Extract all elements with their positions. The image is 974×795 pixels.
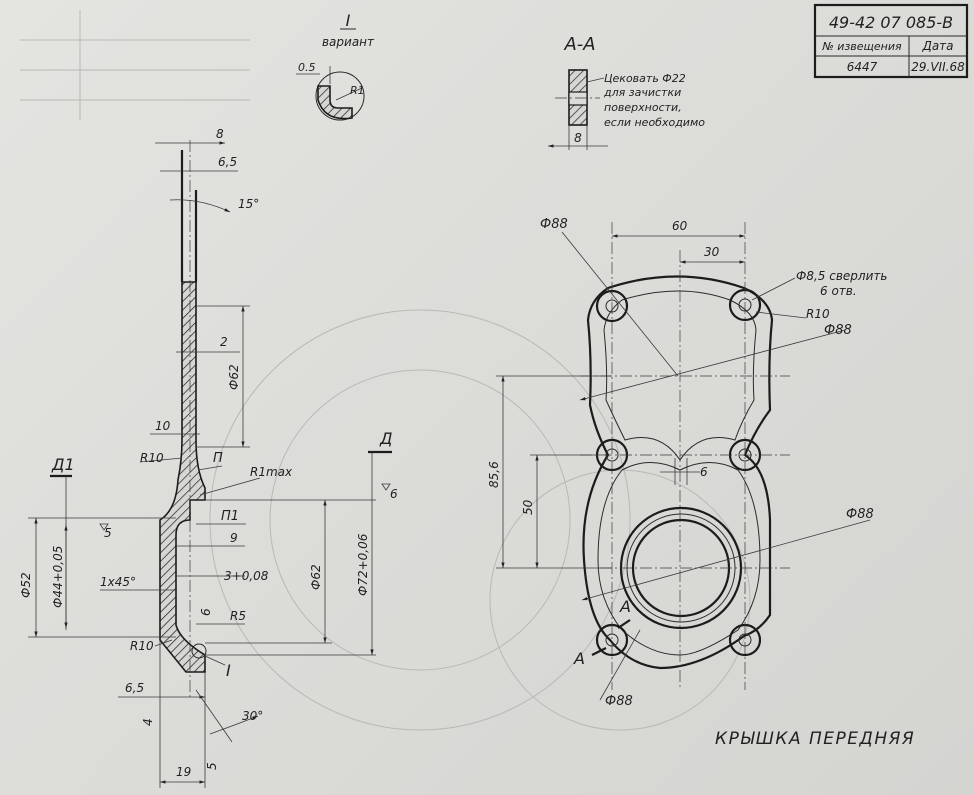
dim-3: 3+0,08	[224, 569, 269, 583]
rough-6-right: 6	[390, 487, 398, 501]
holes-note-2: 6 отв.	[820, 284, 857, 298]
mark-d1: Д1	[51, 455, 75, 474]
dia88-right-upper: Ф88	[824, 323, 852, 338]
dim-9: 9	[230, 531, 238, 545]
chamfer: 1x45°	[100, 575, 136, 589]
date-column-header: Дата	[921, 39, 953, 53]
angle-15: 15°	[238, 197, 259, 211]
dim-30: 30	[704, 245, 720, 259]
section-label: А-А	[563, 34, 595, 55]
rough-4: 4	[141, 718, 155, 726]
detail-caption: вариант	[322, 35, 375, 49]
notice-date: 29.VII.68	[911, 60, 965, 74]
section-note-4: если необходимо	[604, 116, 705, 129]
background-show-through	[20, 10, 751, 731]
dia-62-upper: Ф62	[227, 364, 241, 390]
dim-85-6: 85,6	[487, 461, 501, 488]
r5: R5	[230, 609, 246, 623]
dia88-top-left: Ф88	[540, 217, 568, 232]
plan-view: Ф88 60 30 Ф8,5 сверлить 6 отв. R10 Ф88 8…	[487, 217, 887, 709]
title-block: 49-42 07 085-В № извещения Дата 6447 29.…	[813, 3, 969, 79]
dim-60: 60	[672, 219, 688, 233]
dia-72: Ф72+0,06	[356, 533, 370, 596]
r10-lower: R10	[130, 639, 154, 653]
dim-6-5-top: 6,5	[218, 155, 237, 169]
holes-note-1: Ф8,5 сверлить	[796, 269, 887, 283]
section-aa: А-А Цековать Ф22 для зачистки поверхност…	[548, 34, 705, 150]
dim-10: 10	[155, 419, 171, 433]
notice-column-header: № извещения	[821, 40, 902, 53]
rough-5: 5	[104, 526, 112, 540]
dim-6-5-bottom: 6,5	[125, 681, 144, 695]
mark-i: I	[226, 661, 231, 680]
dim-6: 6	[700, 465, 708, 479]
section-mark-a1: А	[619, 597, 631, 616]
mark-p: П	[213, 451, 223, 466]
detail-depth-dim: 0.5	[298, 61, 316, 74]
section-mark-a2: А	[573, 649, 585, 668]
dia-52: Ф52	[19, 572, 33, 598]
section-width-dim: 8	[574, 131, 582, 145]
dim-8: 8	[216, 127, 224, 141]
dim-50: 50	[521, 499, 535, 515]
mark-d: Д	[379, 429, 393, 448]
detail-radius: R1	[350, 84, 365, 97]
dim-2: 2	[220, 335, 228, 349]
detail-view-variant: I вариант 0.5 R1	[296, 11, 375, 121]
cross-section-profile: 8 6,5 15° 2 Ф62 10 R10 П R1max Д1 5	[19, 127, 398, 788]
section-note-1: Цековать Ф22	[604, 72, 686, 85]
r1max: R1max	[250, 465, 293, 479]
dia-44: Ф44+0,05	[51, 546, 65, 608]
drawing-number: 49-42 07 085-В	[829, 13, 953, 32]
dim-19: 19	[176, 765, 191, 779]
rough-5-bottom: 5	[205, 762, 219, 770]
section-note-2: для зачистки	[603, 86, 681, 99]
dia88-right-lower: Ф88	[846, 507, 874, 522]
detail-label: I	[346, 11, 351, 30]
plan-r10: R10	[806, 307, 830, 321]
rough-6: 6	[199, 608, 213, 616]
dia-62-lower: Ф62	[309, 564, 323, 590]
section-note-3: поверхности,	[604, 101, 682, 114]
notice-number: 6447	[847, 60, 878, 74]
mark-p1: П1	[221, 509, 239, 524]
angle-30: 30°	[242, 709, 263, 723]
part-title: КРЫШКА ПЕРЕДНЯЯ	[715, 729, 915, 749]
r10-upper: R10	[140, 451, 164, 465]
dia88-bottom: Ф88	[605, 694, 633, 709]
